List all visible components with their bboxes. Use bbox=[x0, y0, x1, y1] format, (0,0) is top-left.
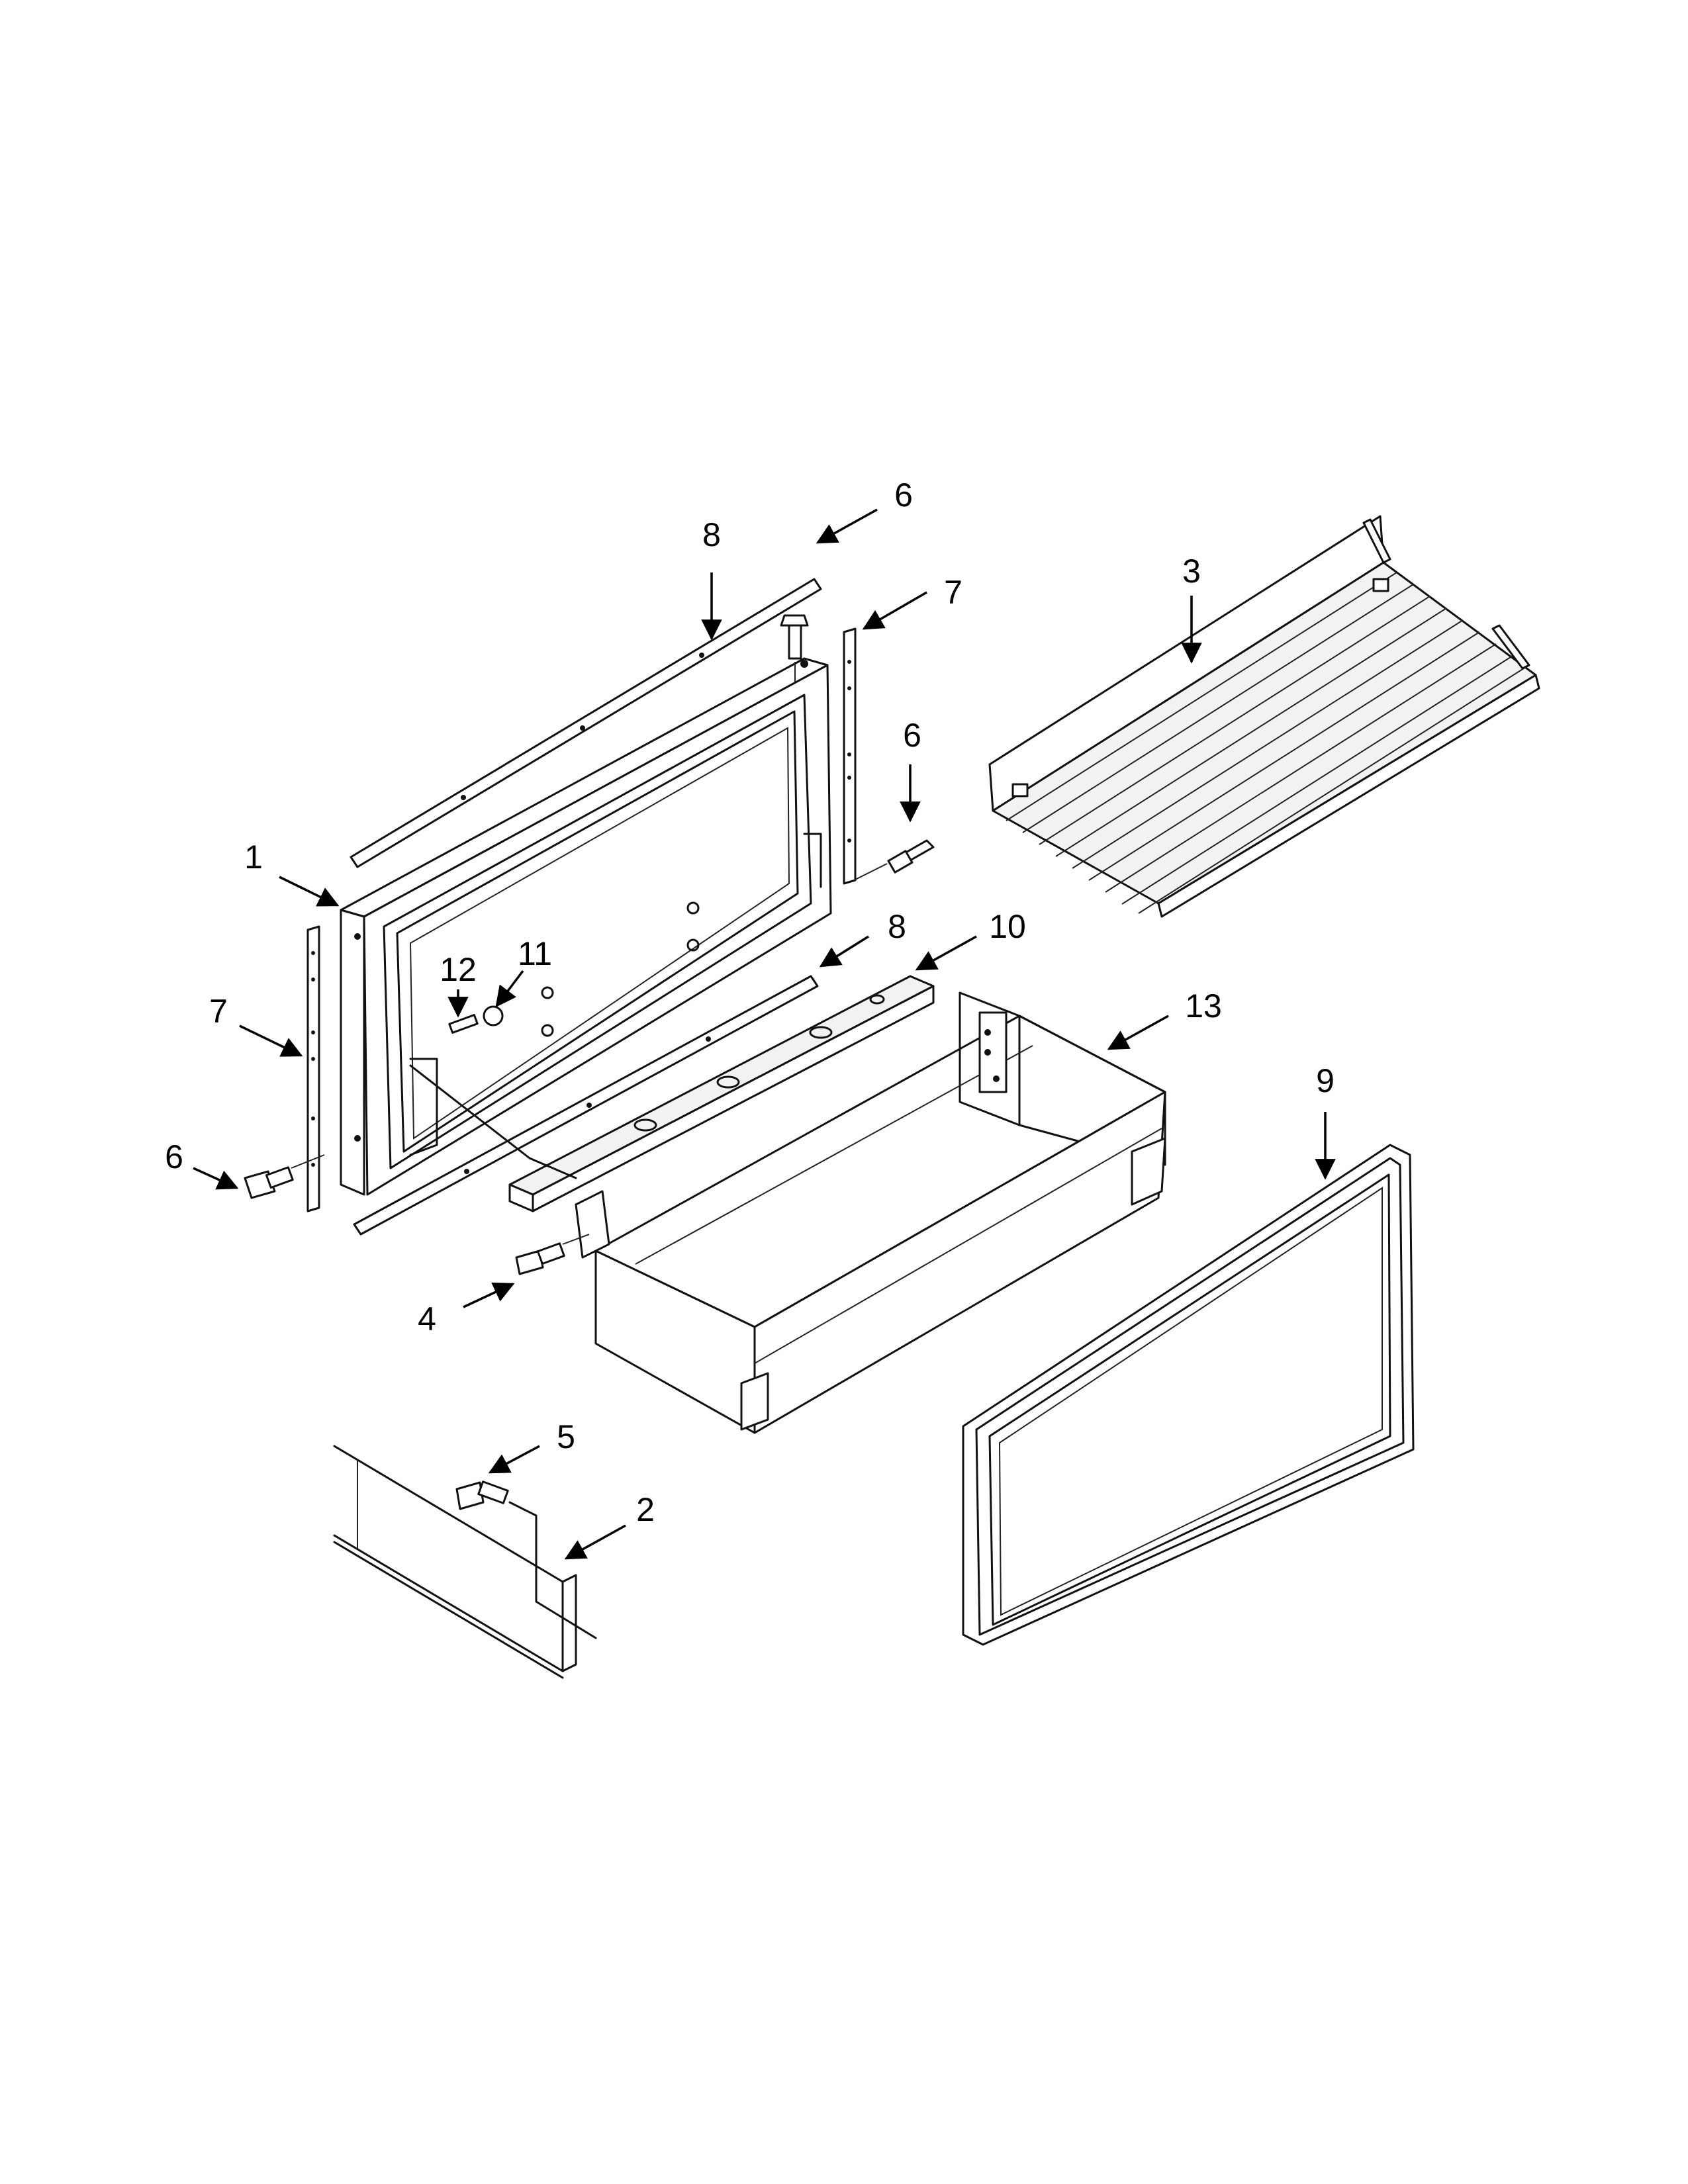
part-12-pin bbox=[448, 1014, 479, 1034]
part-7-left-side-strip bbox=[306, 925, 320, 1212]
callout-3: 3 bbox=[1182, 553, 1201, 590]
leader-7-left bbox=[239, 1024, 303, 1057]
leader-13 bbox=[1107, 1015, 1169, 1050]
callout-2: 2 bbox=[636, 1491, 655, 1528]
part-6-screw-top bbox=[780, 614, 809, 682]
part-7-right-side-strip bbox=[843, 627, 857, 885]
callout-6-top: 6 bbox=[894, 477, 913, 514]
callout-11: 11 bbox=[518, 935, 552, 972]
callout-7-left: 7 bbox=[209, 993, 228, 1030]
leader-4 bbox=[463, 1282, 515, 1308]
callout-8-top: 8 bbox=[702, 516, 721, 553]
callout-7-right: 7 bbox=[944, 574, 962, 611]
callout-13: 13 bbox=[1185, 987, 1222, 1024]
part-6-screw-left bbox=[244, 1154, 325, 1199]
alignment-lines bbox=[409, 1064, 577, 1179]
shelf-ribs bbox=[1006, 572, 1526, 914]
part-6-screw-right bbox=[853, 839, 935, 881]
leader-10 bbox=[915, 935, 977, 971]
leader-6-left bbox=[193, 1167, 239, 1190]
part-1-door-frame bbox=[340, 657, 832, 1196]
callout-leaders bbox=[193, 508, 1336, 1560]
leader-6-top bbox=[816, 508, 878, 544]
leader-8-bottom bbox=[819, 935, 869, 968]
leader-7-right bbox=[862, 591, 927, 630]
callout-6-right: 6 bbox=[903, 717, 921, 754]
leader-1 bbox=[279, 876, 340, 907]
leader-2 bbox=[564, 1524, 626, 1560]
part-13-drawer-basket bbox=[575, 991, 1166, 1434]
part-4-screw bbox=[515, 1234, 590, 1275]
leader-5 bbox=[488, 1445, 540, 1474]
part-5-screw bbox=[455, 1480, 597, 1639]
callout-1: 1 bbox=[244, 839, 263, 876]
part-11-nut bbox=[483, 1005, 504, 1026]
callout-9: 9 bbox=[1316, 1062, 1335, 1099]
part-8-bottom-trim-strip bbox=[353, 975, 819, 1236]
part-2-front-panel bbox=[333, 1445, 577, 1679]
part-10-rail bbox=[508, 975, 935, 1212]
callout-8-bottom: 8 bbox=[888, 908, 906, 945]
callout-5: 5 bbox=[557, 1418, 575, 1455]
callout-10: 10 bbox=[989, 908, 1026, 945]
part-9-gasket bbox=[962, 1144, 1415, 1646]
part-8-top-trim-strip bbox=[350, 578, 822, 868]
part-3-shelf-tray bbox=[988, 515, 1540, 918]
leader-11 bbox=[495, 970, 524, 1008]
callout-4: 4 bbox=[418, 1300, 436, 1338]
callout-labels: 1 2 3 4 5 6 6 6 7 7 8 8 9 10 11 12 13 bbox=[165, 477, 1335, 1528]
callout-12: 12 bbox=[440, 951, 477, 988]
callout-6-left: 6 bbox=[165, 1138, 183, 1175]
